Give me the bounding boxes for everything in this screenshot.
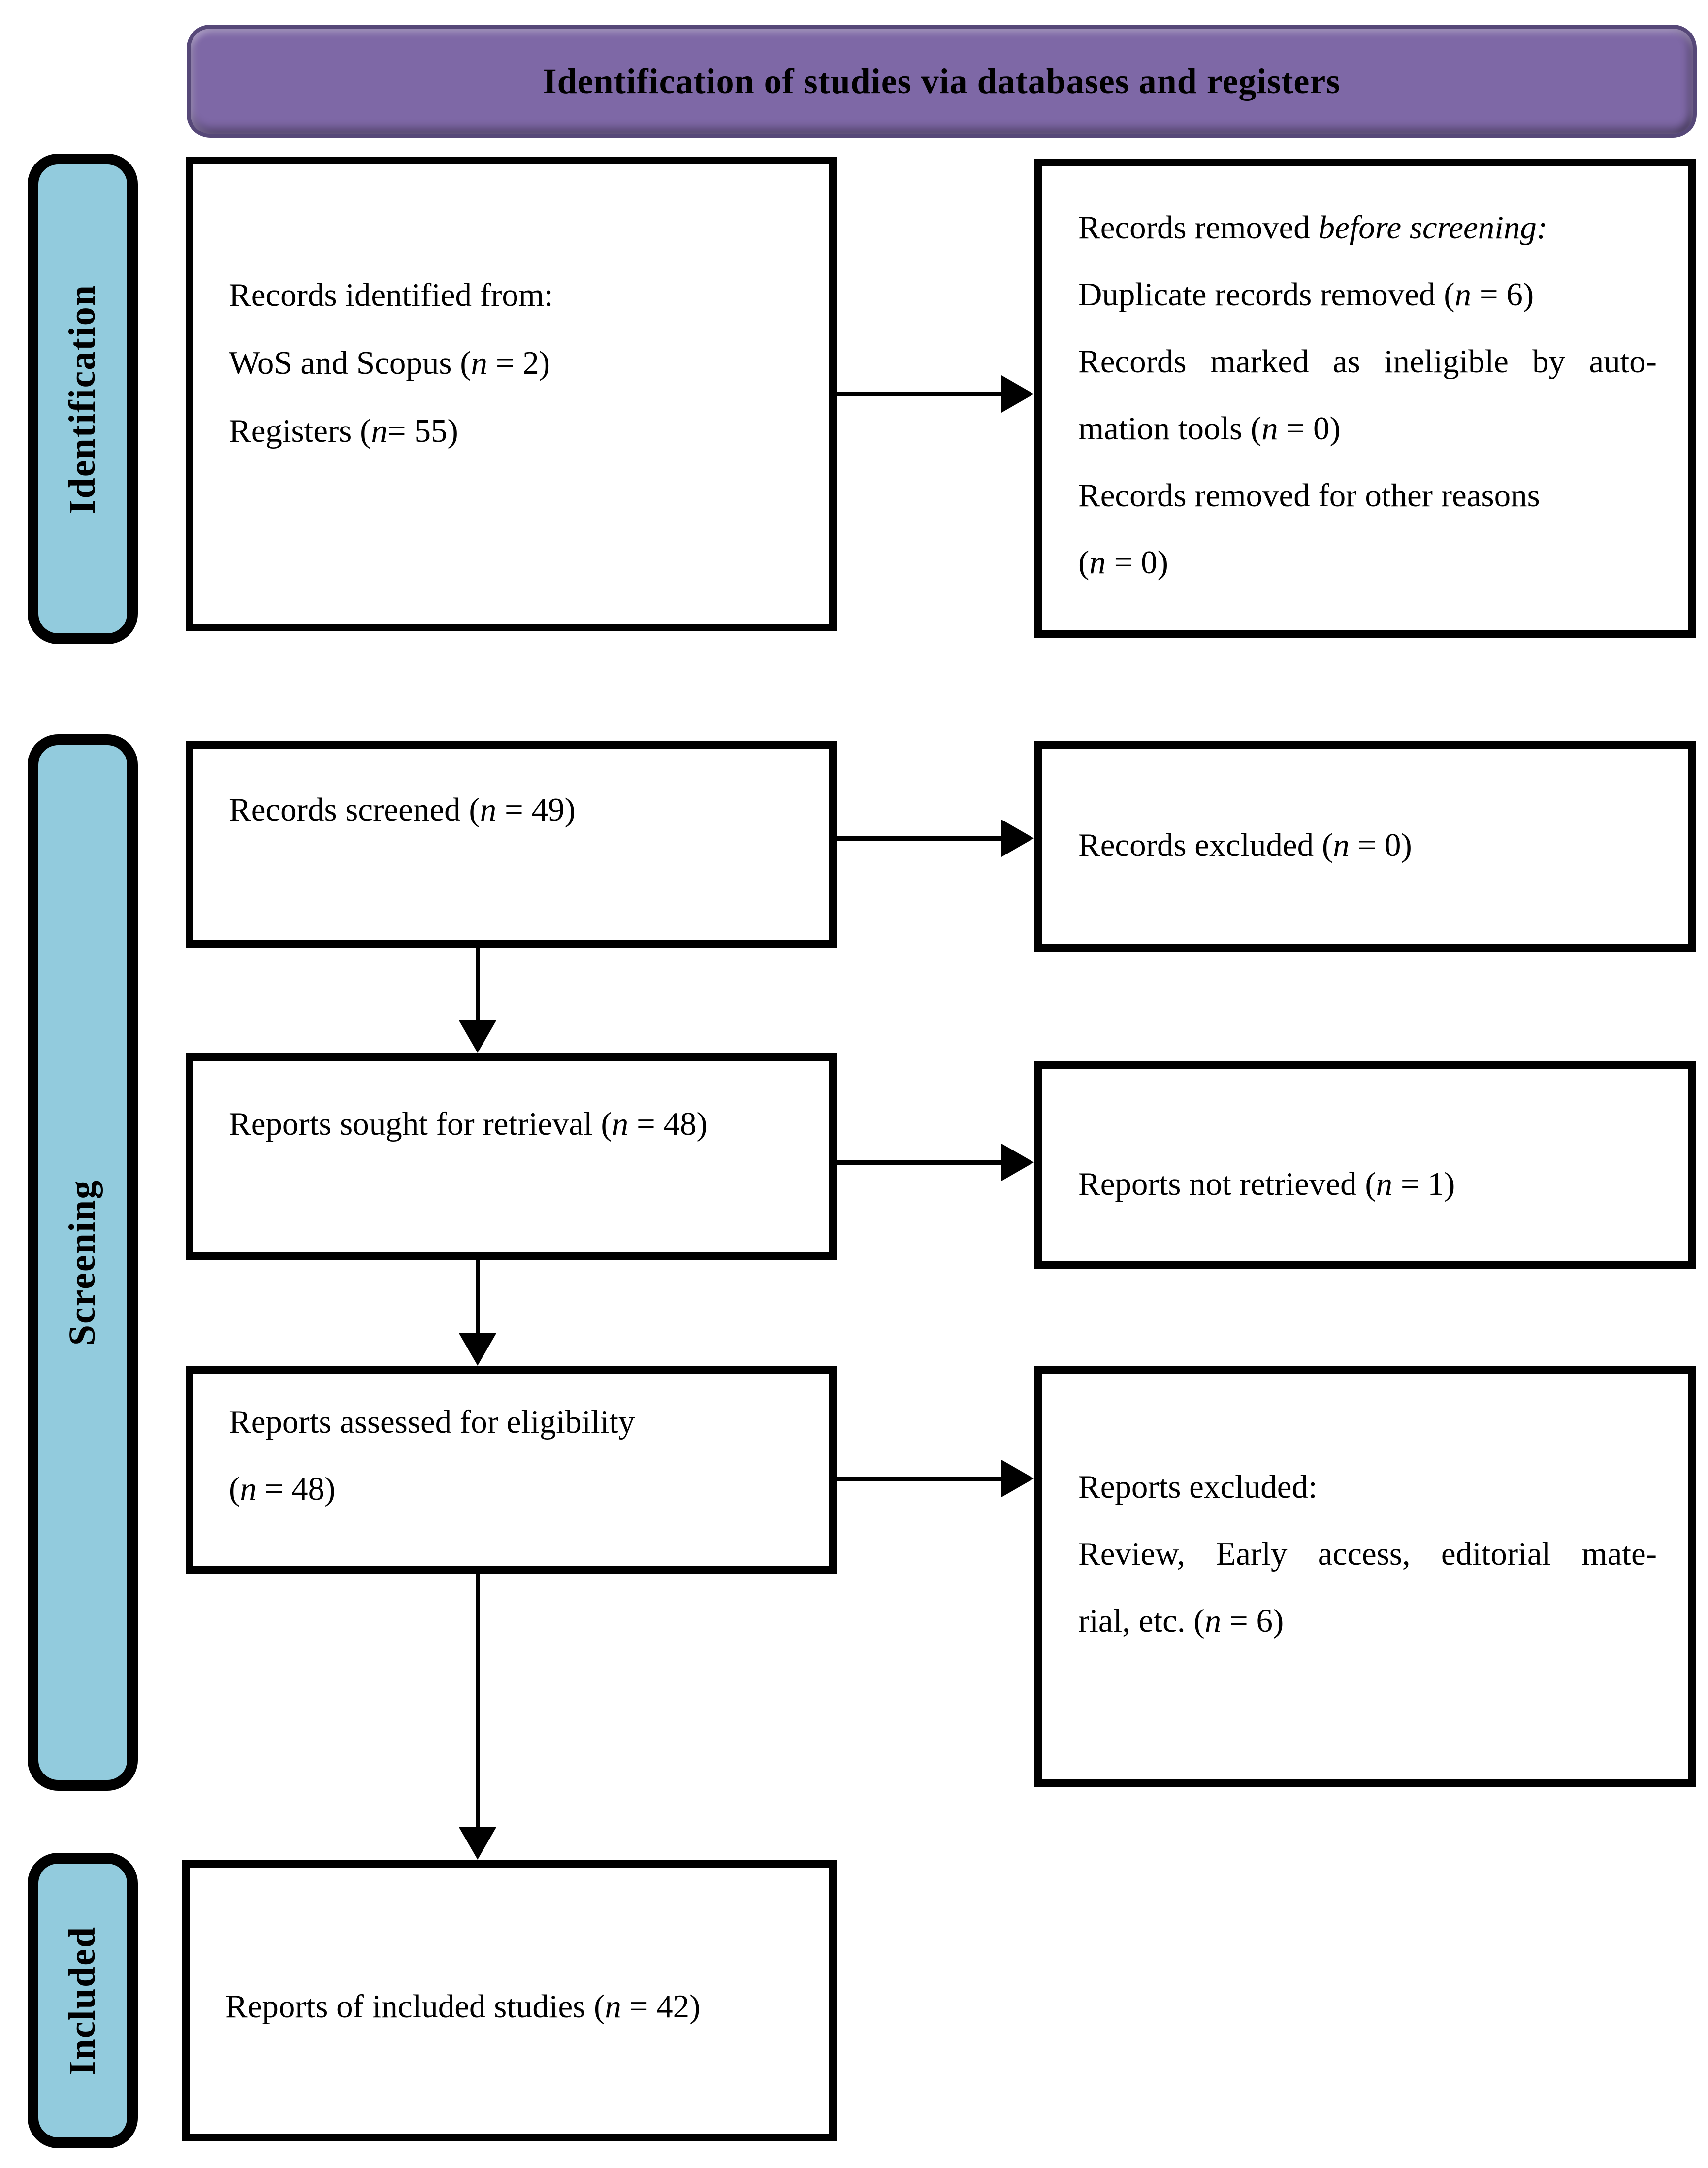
box-line: Records marked as ineligible by auto- bbox=[1078, 343, 1657, 380]
box-line: Records identified from: bbox=[229, 277, 553, 313]
box-line: Records removed for other reasons bbox=[1078, 477, 1540, 514]
box-line: Reports excluded: bbox=[1078, 1469, 1318, 1505]
box-line: (n = 0) bbox=[1078, 544, 1168, 581]
header-title: Identification of studies via databases … bbox=[543, 61, 1341, 101]
arrowhead-down-icon bbox=[459, 1827, 496, 1860]
box-records-identified: Records identified from: WoS and Scopus … bbox=[186, 157, 837, 631]
box-line: Reports assessed for eligibility bbox=[229, 1404, 635, 1440]
box-records-removed-before-screening: Records removed before screening: Duplic… bbox=[1034, 159, 1696, 638]
box-reports-sought-for-retrieval: Reports sought for retrieval (n = 48) bbox=[186, 1053, 837, 1260]
box-line: Reports of included studies (n = 42) bbox=[226, 1988, 701, 2025]
phase-label-included: Included bbox=[62, 1926, 103, 2075]
header-banner: Identification of studies via databases … bbox=[187, 25, 1697, 138]
arrow-line bbox=[476, 1574, 480, 1831]
phase-band-screening: Screening bbox=[28, 734, 138, 1791]
box-line: mation tools (n = 0) bbox=[1078, 410, 1341, 447]
box-reports-excluded: Reports excluded: Review, Early access, … bbox=[1034, 1366, 1696, 1787]
arrow-line bbox=[476, 948, 480, 1026]
box-line: WoS and Scopus (n = 2) bbox=[229, 345, 550, 381]
arrowhead-right-icon bbox=[1001, 820, 1034, 857]
arrow-line bbox=[476, 1260, 480, 1338]
box-line: Records excluded (n = 0) bbox=[1078, 827, 1412, 863]
phase-label-screening: Screening bbox=[62, 1179, 103, 1346]
arrowhead-down-icon bbox=[459, 1333, 496, 1366]
box-line: Reports sought for retrieval (n = 48) bbox=[229, 1106, 708, 1142]
box-line: Records removed before screening: bbox=[1078, 209, 1548, 246]
box-records-screened: Records screened (n = 49) bbox=[186, 741, 837, 948]
box-line: rial, etc. (n = 6) bbox=[1078, 1603, 1284, 1639]
arrowhead-right-icon bbox=[1001, 1460, 1034, 1497]
phase-band-included: Included bbox=[28, 1853, 138, 2148]
box-line: Registers (n= 55) bbox=[229, 413, 458, 449]
arrowhead-right-icon bbox=[1001, 375, 1034, 413]
box-reports-not-retrieved: Reports not retrieved (n = 1) bbox=[1034, 1061, 1696, 1269]
box-line: Records screened (n = 49) bbox=[229, 791, 576, 828]
box-reports-of-included-studies: Reports of included studies (n = 42) bbox=[182, 1860, 837, 2141]
arrowhead-right-icon bbox=[1001, 1144, 1034, 1181]
box-line: Reports not retrieved (n = 1) bbox=[1078, 1166, 1455, 1202]
arrow-line bbox=[837, 836, 1004, 841]
box-line: Duplicate records removed (n = 6) bbox=[1078, 276, 1534, 313]
box-line: (n = 48) bbox=[229, 1471, 336, 1507]
box-line: Review, Early access, editorial mate- bbox=[1078, 1536, 1657, 1572]
arrow-line bbox=[837, 1477, 1004, 1481]
arrow-line bbox=[837, 392, 1004, 396]
phase-band-identification: Identification bbox=[28, 154, 138, 644]
box-reports-assessed-for-eligibility: Reports assessed for eligibility (n = 48… bbox=[186, 1366, 837, 1574]
arrowhead-down-icon bbox=[459, 1020, 496, 1053]
box-records-excluded: Records excluded (n = 0) bbox=[1034, 741, 1696, 952]
arrow-line bbox=[837, 1160, 1004, 1165]
phase-label-identification: Identification bbox=[62, 284, 103, 514]
